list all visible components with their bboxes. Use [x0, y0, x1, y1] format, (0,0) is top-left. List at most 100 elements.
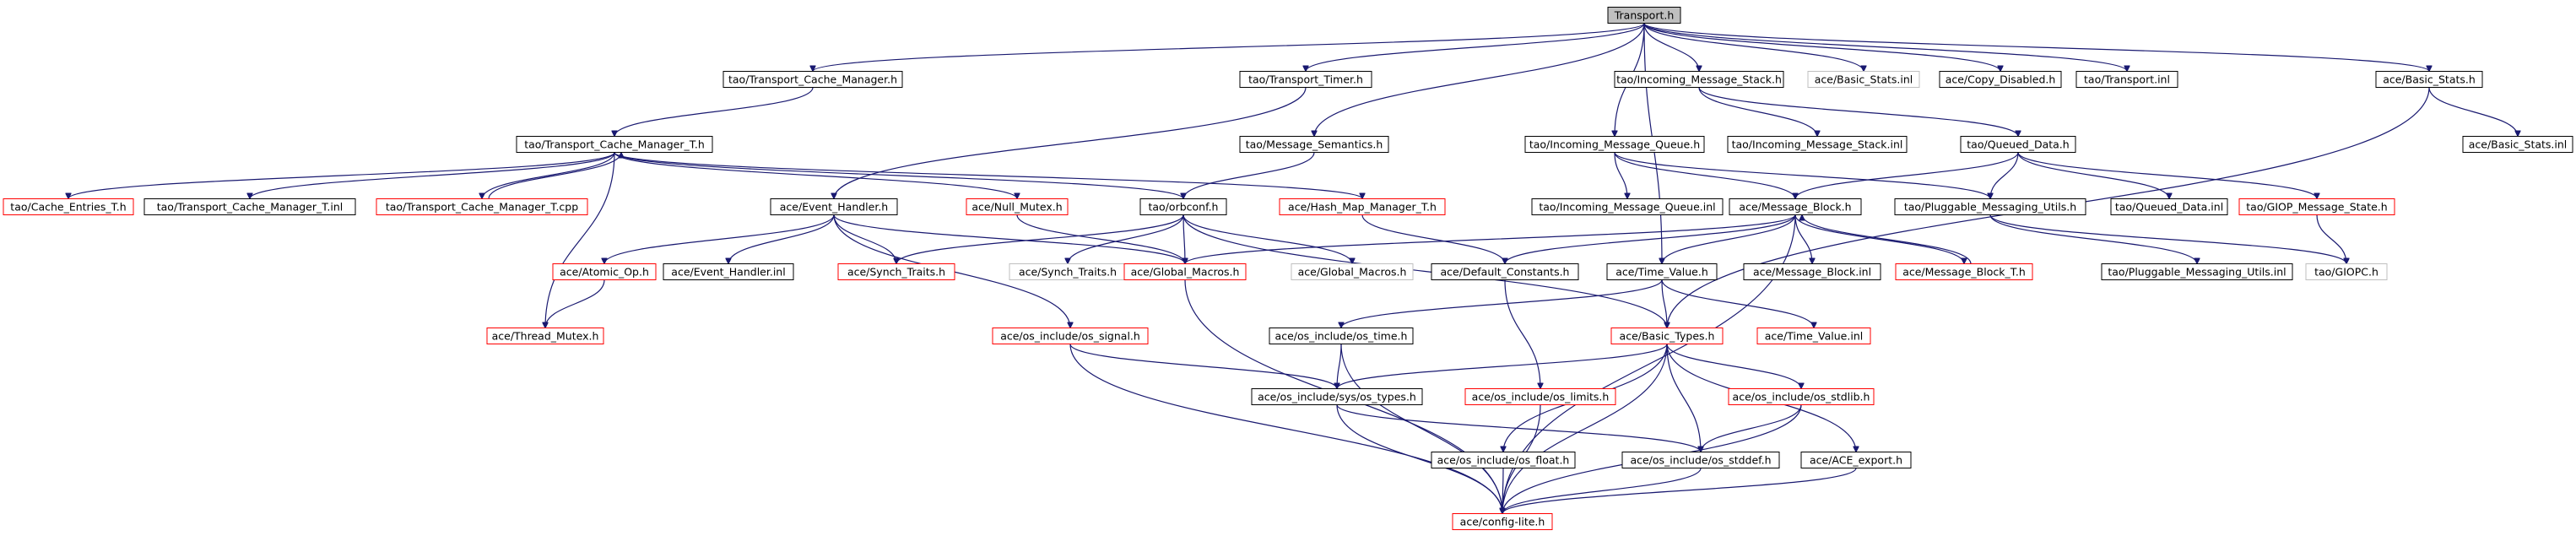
- node-ace-thread-mutex-h[interactable]: ace/Thread_Mutex.h: [486, 328, 604, 344]
- edge-tao-incoming-message-stack-h-to-tao-queued-data-h: [1698, 87, 2018, 137]
- node-ace-event-handler-inl[interactable]: ace/Event_Handler.inl: [663, 263, 794, 280]
- edge-ace-atomic-op-h-to-ace-thread-mutex-h: [545, 279, 605, 328]
- edge-ace-os-include-os-stdlib-h-to-ace-os-include-os-stddef-h: [1701, 404, 1802, 452]
- node-tao-cache-entries-t-h[interactable]: tao/Cache_Entries_T.h: [3, 198, 134, 215]
- node-tao-queued-data-inl[interactable]: tao/Queued_Data.inl: [2110, 198, 2228, 215]
- node-tao-transport-cache-manager-t-h[interactable]: tao/Transport_Cache_Manager_T.h: [516, 136, 713, 153]
- node-ace-message-block-h[interactable]: ace/Message_Block.h: [1729, 198, 1862, 215]
- node-label: ace/Message_Block_T.h: [1902, 266, 2026, 279]
- nodes-layer: Transport.h tao/Transport_Cache_Manager.h…: [3, 7, 2573, 530]
- edge-ace-basic-stats-h-to-ace-basic-stats-inl: [2428, 87, 2518, 137]
- edge-tao-transport-cache-manager-t-h-to-ace-null-mutex-h: [614, 152, 1017, 199]
- node-label: ace/os_include/os_limits.h: [1472, 391, 1610, 403]
- node-box: [1960, 136, 2076, 153]
- node-label: ace/Global_Macros.h: [1131, 266, 1240, 279]
- node-ace-time-value-inl[interactable]: ace/Time_Value.inl: [1756, 328, 1871, 344]
- node-ace-synch-traits-h-gray[interactable]: ace/Synch_Traits.h: [1009, 263, 1127, 280]
- node-tao-transport-timer-h[interactable]: tao/Transport_Timer.h: [1239, 71, 1372, 88]
- node-ace-time-value-h[interactable]: ace/Time_Value.h: [1606, 263, 1718, 280]
- node-ace-basic-types-h[interactable]: ace/Basic_Types.h: [1610, 328, 1724, 344]
- node-label: tao/GIOPC.h: [2314, 266, 2378, 279]
- node-tao-incoming-message-stack-h[interactable]: tao/Incoming_Message_Stack.h: [1614, 71, 1784, 88]
- edge-ace-os-include-sys-os-types-h-to-ace-config-lite-h: [1336, 404, 1502, 514]
- node-tao-pluggable-messaging-utils-h[interactable]: tao/Pluggable_Messaging_Utils.h: [1894, 198, 2086, 215]
- node-ace-basic-stats-h[interactable]: ace/Basic_Stats.h: [2375, 71, 2483, 88]
- node-label: ace/Event_Handler.inl: [671, 266, 785, 279]
- edge-transport-h-to-tao-transport-timer-h: [1306, 23, 1645, 72]
- node-tao-giop-message-state-h[interactable]: tao/GIOP_Message_State.h: [2238, 198, 2395, 215]
- edge-tao-incoming-message-queue-h-to-ace-message-block-h: [1614, 152, 1795, 199]
- node-ace-default-constants-h[interactable]: ace/Default_Constants.h: [1431, 263, 1579, 280]
- edge-ace-time-value-h-to-ace-os-include-os-time-h: [1341, 279, 1663, 328]
- node-box: [1123, 263, 1247, 280]
- node-ace-message-block-t-h[interactable]: ace/Message_Block_T.h: [1895, 263, 2033, 280]
- node-ace-event-handler-h[interactable]: ace/Event_Handler.h: [770, 198, 898, 215]
- node-tao-giopc-h[interactable]: tao/GIOPC.h: [2305, 263, 2388, 280]
- edge-ace-basic-types-h-to-ace-os-include-os-stddef-h: [1666, 344, 1701, 452]
- node-tao-transport-cache-manager-h[interactable]: tao/Transport_Cache_Manager.h: [722, 71, 903, 88]
- node-tao-transport-cache-manager-t-cpp[interactable]: tao/Transport_Cache_Manager_T.cpp: [376, 198, 588, 215]
- node-ace-os-include-os-float-h[interactable]: ace/os_include/os_float.h: [1431, 452, 1576, 468]
- edge-tao-incoming-message-queue-h-to-tao-pluggable-messaging-utils-h: [1614, 152, 1990, 199]
- node-box: [2075, 71, 2178, 88]
- node-ace-os-include-os-stdlib-h[interactable]: ace/os_include/os_stdlib.h: [1728, 388, 1875, 405]
- node-box: [966, 198, 1069, 215]
- edge-transport-h-to-ace-basic-stats-inl-top: [1643, 23, 1864, 72]
- edge-ace-hash-map-manager-t-h-to-ace-default-constants-h: [1361, 214, 1505, 264]
- node-ace-synch-traits-h-red[interactable]: ace/Synch_Traits.h: [837, 263, 955, 280]
- node-label: ace/os_include/sys/os_types.h: [1258, 391, 1416, 403]
- node-box: [1939, 71, 2062, 88]
- edge-transport-h-to-ace-basic-stats-h: [1643, 22, 2429, 72]
- node-tao-transport-cache-manager-t-inl[interactable]: tao/Transport_Cache_Manager_T.inl: [143, 198, 356, 215]
- node-ace-config-lite-h[interactable]: ace/config-lite.h: [1452, 513, 1553, 530]
- node-box: [1895, 263, 2033, 280]
- node-tao-incoming-message-queue-inl[interactable]: tao/Incoming_Message_Queue.inl: [1531, 198, 1724, 215]
- node-ace-null-mutex-h[interactable]: ace/Null_Mutex.h: [966, 198, 1069, 215]
- node-ace-hash-map-manager-t-h[interactable]: ace/Hash_Map_Manager_T.h: [1279, 198, 1446, 215]
- edge-tao-queued-data-h-to-tao-queued-data-inl: [2017, 152, 2169, 199]
- node-box: [1464, 388, 1616, 405]
- edge-tao-queued-data-h-to-tao-giop-message-state-h: [2017, 152, 2317, 199]
- node-box: [1621, 452, 1780, 468]
- node-ace-global-macros-h-red[interactable]: ace/Global_Macros.h: [1123, 263, 1247, 280]
- node-tao-pluggable-messaging-utils-inl[interactable]: tao/Pluggable_Messaging_Utils.inl: [2101, 263, 2293, 280]
- node-ace-os-include-os-stddef-h[interactable]: ace/os_include/os_stddef.h: [1621, 452, 1780, 468]
- node-box: [1239, 71, 1372, 88]
- edge-tao-transport-timer-h-to-ace-event-handler-h: [834, 87, 1307, 199]
- node-transport-h[interactable]: Transport.h: [1607, 7, 1681, 24]
- edge-tao-giop-message-state-h-to-tao-giopc-h: [2316, 214, 2346, 264]
- edge-transport-h-to-tao-transport-inl: [1643, 22, 2127, 72]
- node-ace-copy-disabled-h[interactable]: ace/Copy_Disabled.h: [1939, 71, 2062, 88]
- edge-ace-default-constants-h-to-ace-os-include-os-limits-h: [1504, 279, 1540, 389]
- edge-tao-transport-cache-manager-t-h-to-ace-hash-map-manager-t-h: [614, 151, 1362, 199]
- node-ace-os-include-sys-os-types-h[interactable]: ace/os_include/sys/os_types.h: [1251, 388, 1423, 405]
- node-box: [2462, 136, 2573, 153]
- edge-tao-message-semantics-h-to-tao-orbconf-h: [1183, 152, 1315, 199]
- node-ace-atomic-op-h[interactable]: ace/Atomic_Op.h: [552, 263, 657, 280]
- node-ace-basic-stats-inl[interactable]: ace/Basic_Stats.inl: [2462, 136, 2573, 153]
- node-tao-incoming-message-queue-h[interactable]: tao/Incoming_Message_Queue.h: [1524, 136, 1705, 153]
- node-label: tao/Pluggable_Messaging_Utils.h: [1904, 201, 2076, 214]
- edge-ace-message-block-h-to-ace-config-lite-h: [1502, 214, 1796, 514]
- node-ace-ace-export-h[interactable]: ace/ACE_export.h: [1800, 452, 1912, 468]
- node-tao-orbconf-h[interactable]: tao/orbconf.h: [1139, 198, 1227, 215]
- node-ace-os-include-os-limits-h[interactable]: ace/os_include/os_limits.h: [1464, 388, 1616, 405]
- node-ace-os-include-os-signal-h[interactable]: ace/os_include/os_signal.h: [992, 328, 1149, 344]
- node-label: ace/Basic_Types.h: [1620, 330, 1715, 343]
- node-ace-os-include-os-time-h[interactable]: ace/os_include/os_time.h: [1269, 328, 1414, 344]
- node-box: [1894, 198, 2086, 215]
- node-tao-incoming-message-stack-inl[interactable]: tao/Incoming_Message_Stack.inl: [1727, 136, 1908, 153]
- node-ace-basic-stats-inl-top[interactable]: ace/Basic_Stats.inl: [1807, 71, 1920, 88]
- edge-ace-message-block-h-to-ace-default-constants-h: [1505, 214, 1796, 264]
- node-label: ace/Message_Block.h: [1739, 201, 1851, 214]
- node-ace-global-macros-h-gray[interactable]: ace/Global_Macros.h: [1291, 263, 1414, 280]
- edge-tao-transport-cache-manager-t-h-to-tao-cache-entries-t-h: [68, 151, 615, 199]
- edge-ace-message-block-h-to-ace-global-macros-h-red: [1185, 214, 1796, 264]
- node-tao-message-semantics-h[interactable]: tao/Message_Semantics.h: [1239, 136, 1389, 153]
- node-box: [1800, 452, 1912, 468]
- edge-tao-pluggable-messaging-utils-h-to-tao-pluggable-messaging-utils-inl: [1989, 214, 2197, 264]
- node-tao-transport-inl[interactable]: tao/Transport.inl: [2075, 71, 2178, 88]
- edge-transport-h-to-tao-transport-cache-manager-h: [813, 22, 1645, 72]
- node-ace-message-block-inl[interactable]: ace/Message_Block.inl: [1743, 263, 1881, 280]
- node-tao-queued-data-h[interactable]: tao/Queued_Data.h: [1960, 136, 2076, 153]
